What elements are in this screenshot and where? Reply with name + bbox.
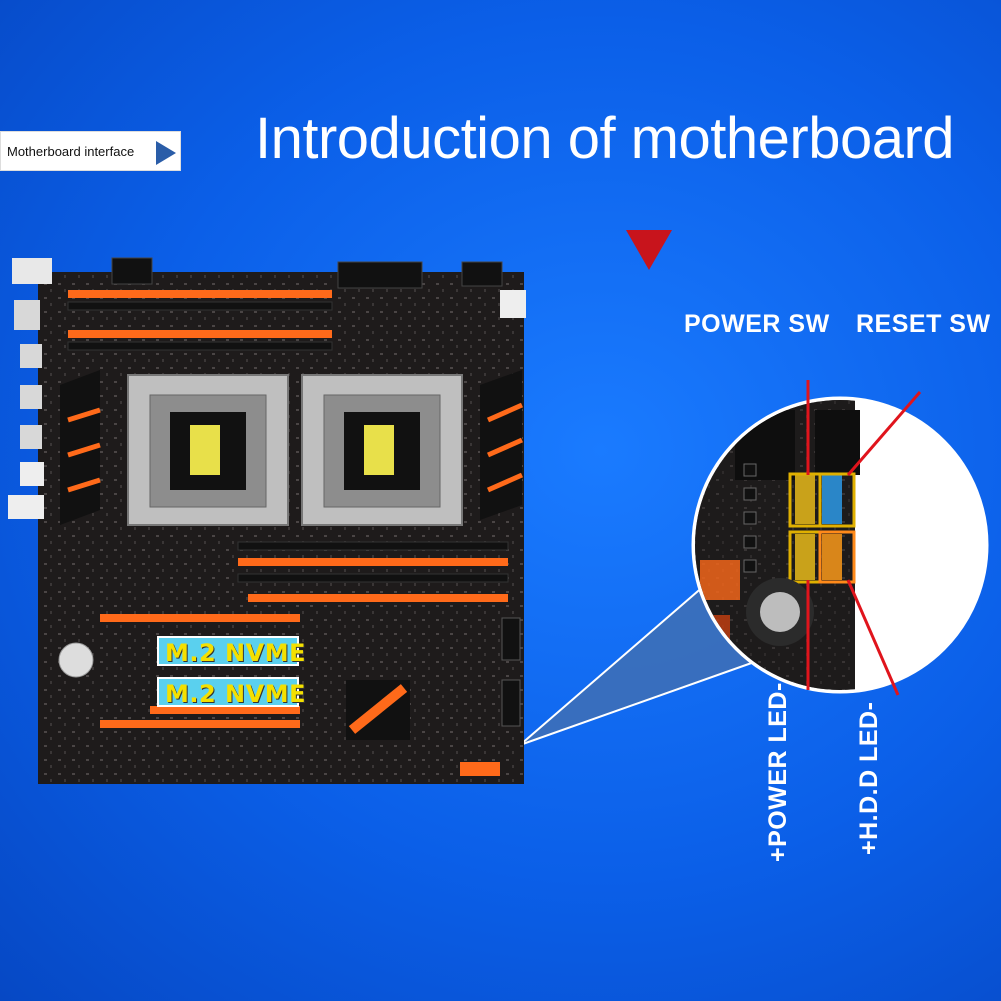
m2-label: M.2 NVME <box>165 680 306 708</box>
motherboard-interface-tag: Motherboard interface <box>0 131 181 171</box>
m2-nvme-slot-1: M.2 NVME <box>157 636 306 667</box>
zoom-cone <box>520 585 760 745</box>
play-arrow-icon <box>156 141 176 165</box>
reset-sw-label: RESET SW <box>856 310 991 338</box>
power-sw-label: POWER SW <box>684 310 830 338</box>
tag-label: Motherboard interface <box>7 144 135 159</box>
m2-nvme-slot-2: M.2 NVME <box>157 677 306 708</box>
down-arrow-icon <box>626 230 672 270</box>
hdd-led-label: +H.D.D LED- <box>855 701 883 855</box>
power-led-label: +POWER LED- <box>764 682 792 862</box>
pointer-lines <box>806 380 922 696</box>
m2-label: M.2 NVME <box>165 639 306 667</box>
cpu-socket-left <box>127 374 289 526</box>
cpu-socket-right <box>301 374 463 526</box>
page-title: Introduction of motherboard <box>255 106 955 171</box>
